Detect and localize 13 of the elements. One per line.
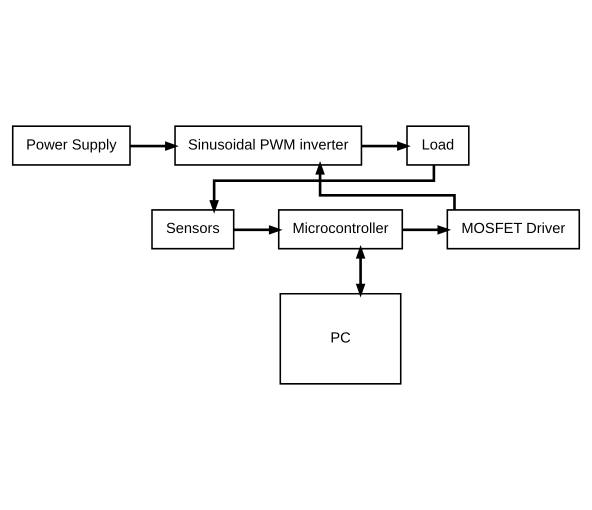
arrow [362,141,411,151]
node-box: Sinusoidal PWM inverter [174,125,362,166]
node-box: Load [406,125,470,166]
node-box: MOSFET Driver [446,209,580,250]
arrow [356,244,366,298]
arrow [402,225,452,235]
node-box: Microcontroller [278,209,404,250]
arrow [234,225,283,235]
arrow [315,160,456,210]
node-box: Power Supply [12,125,131,166]
arrow [130,141,179,151]
node-box: PC [280,292,402,385]
node-box: Sensors [151,209,234,250]
